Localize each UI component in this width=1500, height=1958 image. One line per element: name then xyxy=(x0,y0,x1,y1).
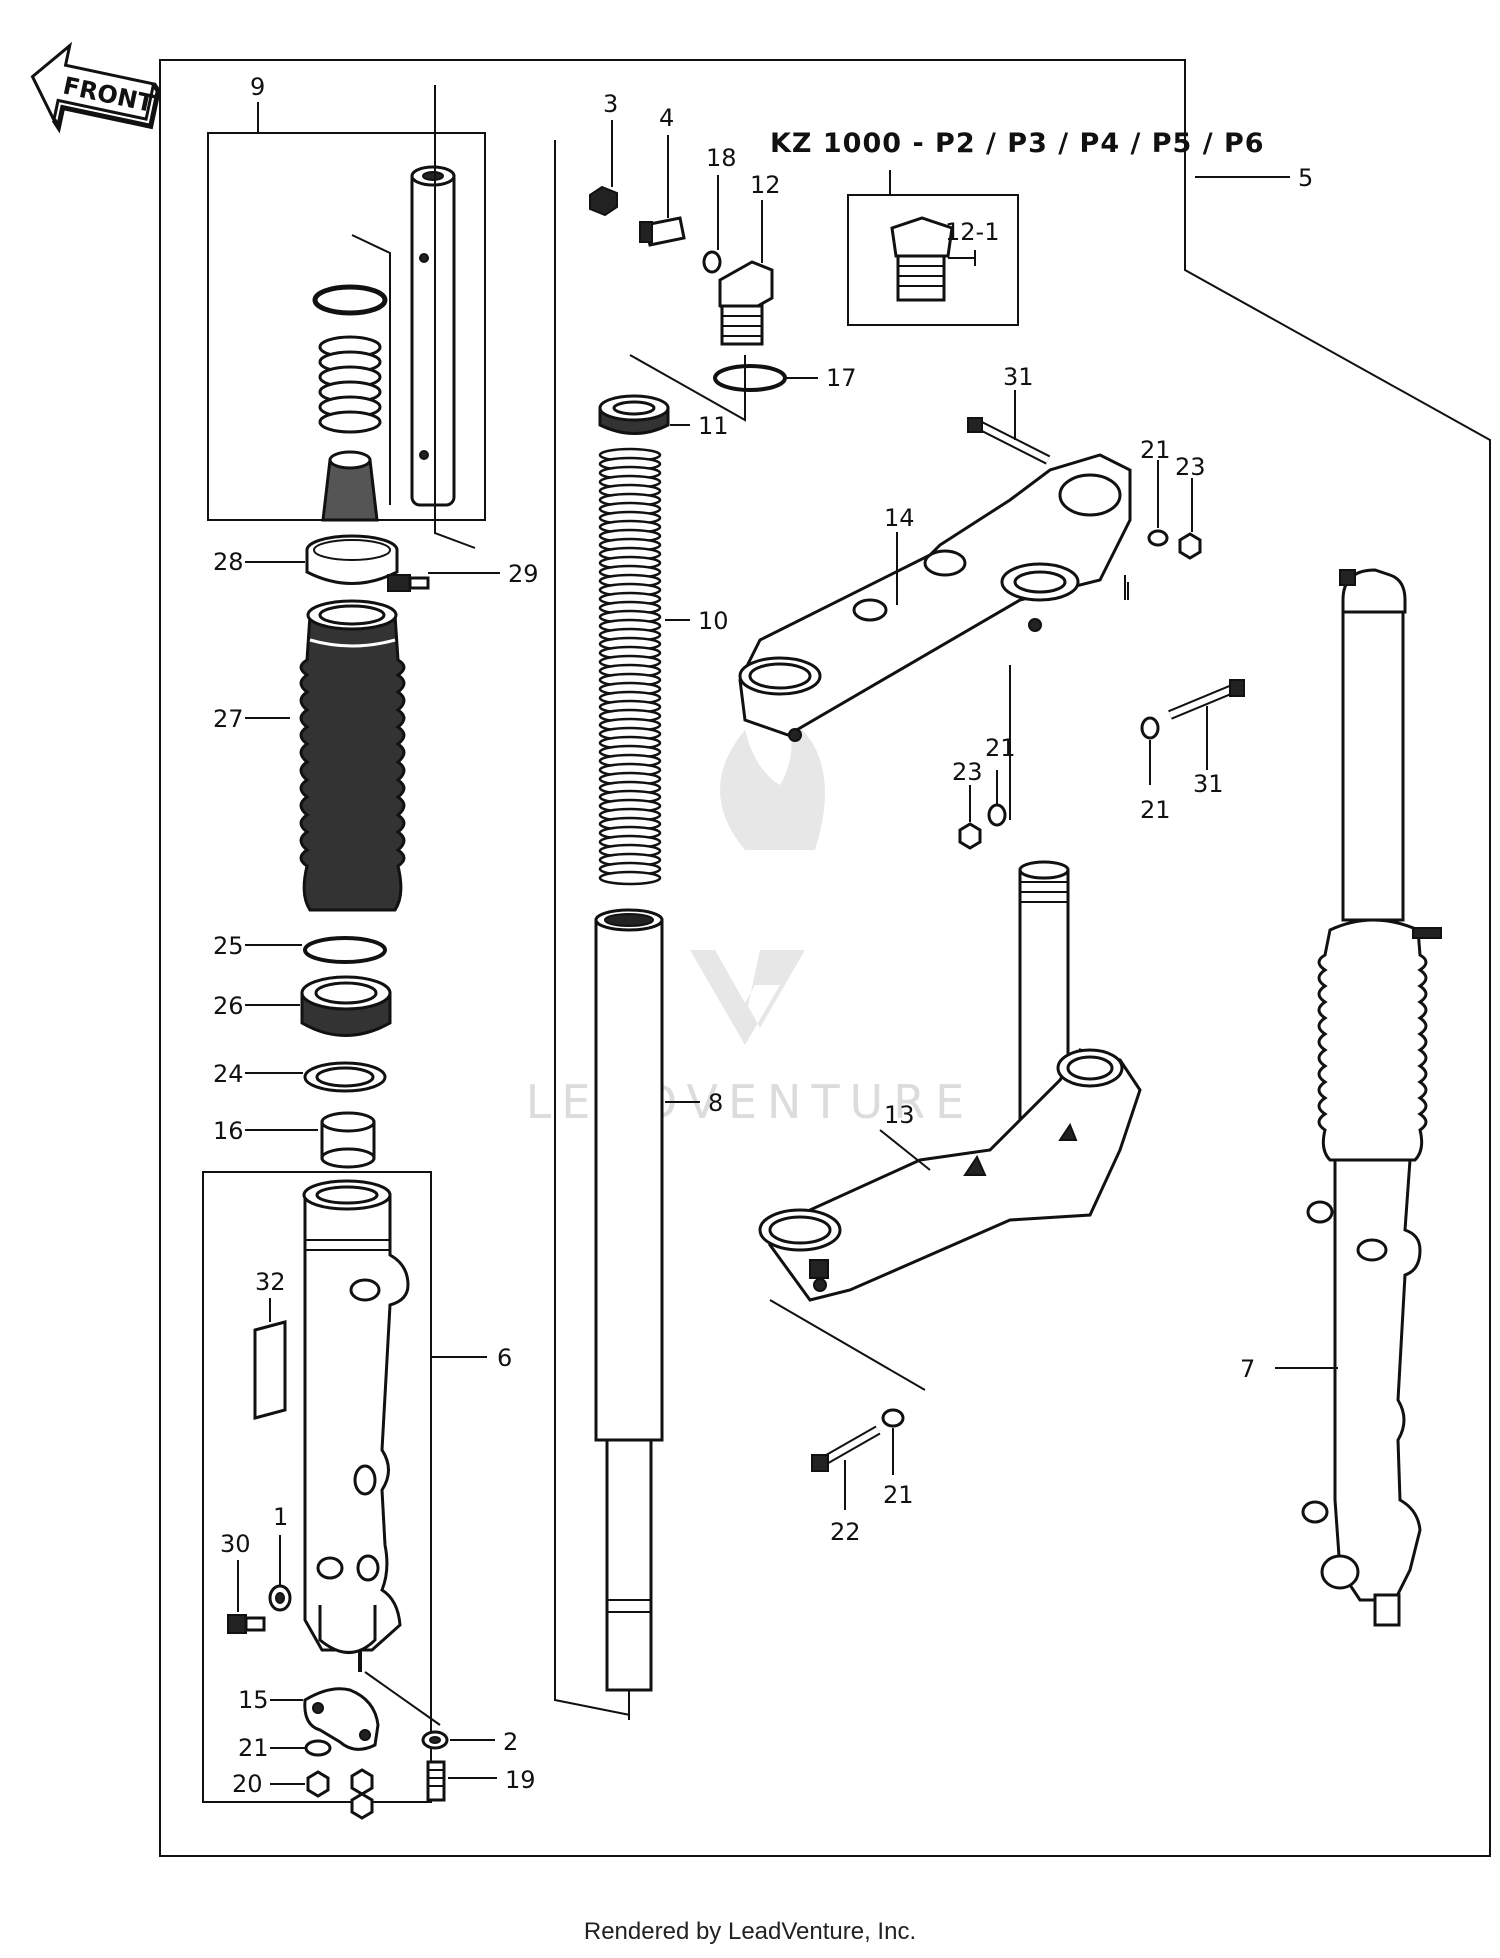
callout-31: 31 xyxy=(1003,363,1034,391)
callout-24: 24 xyxy=(213,1060,244,1088)
callout-1: 1 xyxy=(273,1503,288,1531)
callout-30: 30 xyxy=(220,1530,251,1558)
part-26-oil-seal xyxy=(300,975,392,1037)
callout-23: 23 xyxy=(1175,453,1206,481)
part-20-nuts xyxy=(306,1768,374,1820)
callout-12-1: 12-1 xyxy=(945,218,999,246)
callout-4: 4 xyxy=(659,104,674,132)
part-22-bolt xyxy=(811,1425,881,1472)
callout-23-lower: 23 xyxy=(952,758,983,786)
spring-coil xyxy=(598,870,662,886)
callout-31-lower: 31 xyxy=(1193,770,1224,798)
watermark: LEADVENTURE xyxy=(526,715,964,1129)
callout-21-stem: 21 xyxy=(883,1481,914,1509)
part-4-air-valve xyxy=(639,216,686,247)
front-arrow: FRONT xyxy=(30,41,161,134)
callout-25: 25 xyxy=(213,932,244,960)
part-10-fork-spring xyxy=(598,447,662,886)
callout-21: 21 xyxy=(238,1734,269,1762)
callout-7: 7 xyxy=(1240,1355,1255,1383)
callout-11: 11 xyxy=(698,412,729,440)
callout-26: 26 xyxy=(213,992,244,1020)
part-17-o-ring xyxy=(713,364,787,392)
part-15-axle-clamp xyxy=(303,1687,380,1751)
callout-12: 12 xyxy=(750,171,781,199)
part-21-washer-lower xyxy=(987,803,1007,827)
outer-tube-box xyxy=(202,1171,432,1803)
callout-14: 14 xyxy=(884,504,915,532)
part-30-drain-screw xyxy=(227,1614,266,1634)
part-12-top-plug xyxy=(718,260,774,346)
callout-16: 16 xyxy=(213,1117,244,1145)
callout-6: 6 xyxy=(497,1344,512,1372)
callout-20: 20 xyxy=(232,1770,263,1798)
callout-5: 5 xyxy=(1298,164,1313,192)
assembly-border xyxy=(159,59,1491,1857)
callout-27: 27 xyxy=(213,705,244,733)
part-23-nut-lower xyxy=(958,822,982,850)
part-9-cone xyxy=(321,450,379,522)
part-27-fork-boot xyxy=(299,599,406,912)
part-29-screw xyxy=(387,574,430,592)
part-8-inner-tube xyxy=(594,908,664,1720)
front-arrow-icon xyxy=(30,41,156,125)
part-31-bolt-upper xyxy=(967,417,1051,465)
callout-9: 9 xyxy=(250,73,265,101)
part-18-o-ring xyxy=(702,250,722,274)
part-14-upper-bracket xyxy=(738,453,1132,742)
part-16-bushing xyxy=(320,1111,376,1169)
part-13-lower-bracket xyxy=(758,860,1142,1302)
callout-28: 28 xyxy=(213,548,244,576)
part-9-cylinder xyxy=(410,165,456,507)
callout-8: 8 xyxy=(708,1089,723,1117)
part-32-label xyxy=(253,1298,287,1420)
part-1-washer xyxy=(268,1584,292,1612)
model-variant-box xyxy=(847,194,1019,326)
callout-19: 19 xyxy=(505,1766,536,1794)
watermark-flame-icon xyxy=(720,715,825,850)
callout-21-lower-right: 21 xyxy=(1140,796,1171,824)
part-9-snap-ring xyxy=(312,284,388,316)
callout-29: 29 xyxy=(508,560,539,588)
part-6-outer-tube xyxy=(302,1179,410,1672)
part-21-washer-lower-left xyxy=(304,1739,332,1757)
part-24-washer xyxy=(303,1061,387,1093)
callout-17: 17 xyxy=(826,364,857,392)
callout-3: 3 xyxy=(603,90,618,118)
part-25-snap-ring xyxy=(303,936,387,964)
callout-15: 15 xyxy=(238,1686,269,1714)
part-3-cap xyxy=(589,185,618,217)
part-21-washer-stem xyxy=(881,1408,905,1428)
part-23-nut-upper-right xyxy=(1178,532,1202,560)
callout-10: 10 xyxy=(698,607,729,635)
callout-13: 13 xyxy=(884,1101,915,1129)
watermark-logo-icon xyxy=(690,950,805,1045)
part-28-clamp xyxy=(305,534,399,585)
part-21-washer-lower-right xyxy=(1140,716,1160,740)
part-2-washer xyxy=(421,1730,449,1750)
footer-credit: Rendered by LeadVenture, Inc. xyxy=(583,1918,917,1945)
callout-32: 32 xyxy=(255,1268,286,1296)
part-11-spring-seat xyxy=(598,394,670,435)
part-19-stud xyxy=(426,1760,446,1802)
callout-22: 22 xyxy=(830,1518,861,1546)
callout-18: 18 xyxy=(706,144,737,172)
callout-21-upper: 21 xyxy=(1140,436,1171,464)
part-12-1-top-plug xyxy=(890,216,954,302)
model-heading: KZ 1000 - P2 / P3 / P4 / P5 / P6 xyxy=(770,128,1265,159)
part-9-rebound-spring xyxy=(318,335,382,434)
callout-2: 2 xyxy=(503,1728,518,1756)
part-31-bolt-lower xyxy=(1168,679,1245,720)
part-21-washer-upper-right xyxy=(1147,529,1169,547)
part-7-right-fork xyxy=(1301,568,1442,1627)
